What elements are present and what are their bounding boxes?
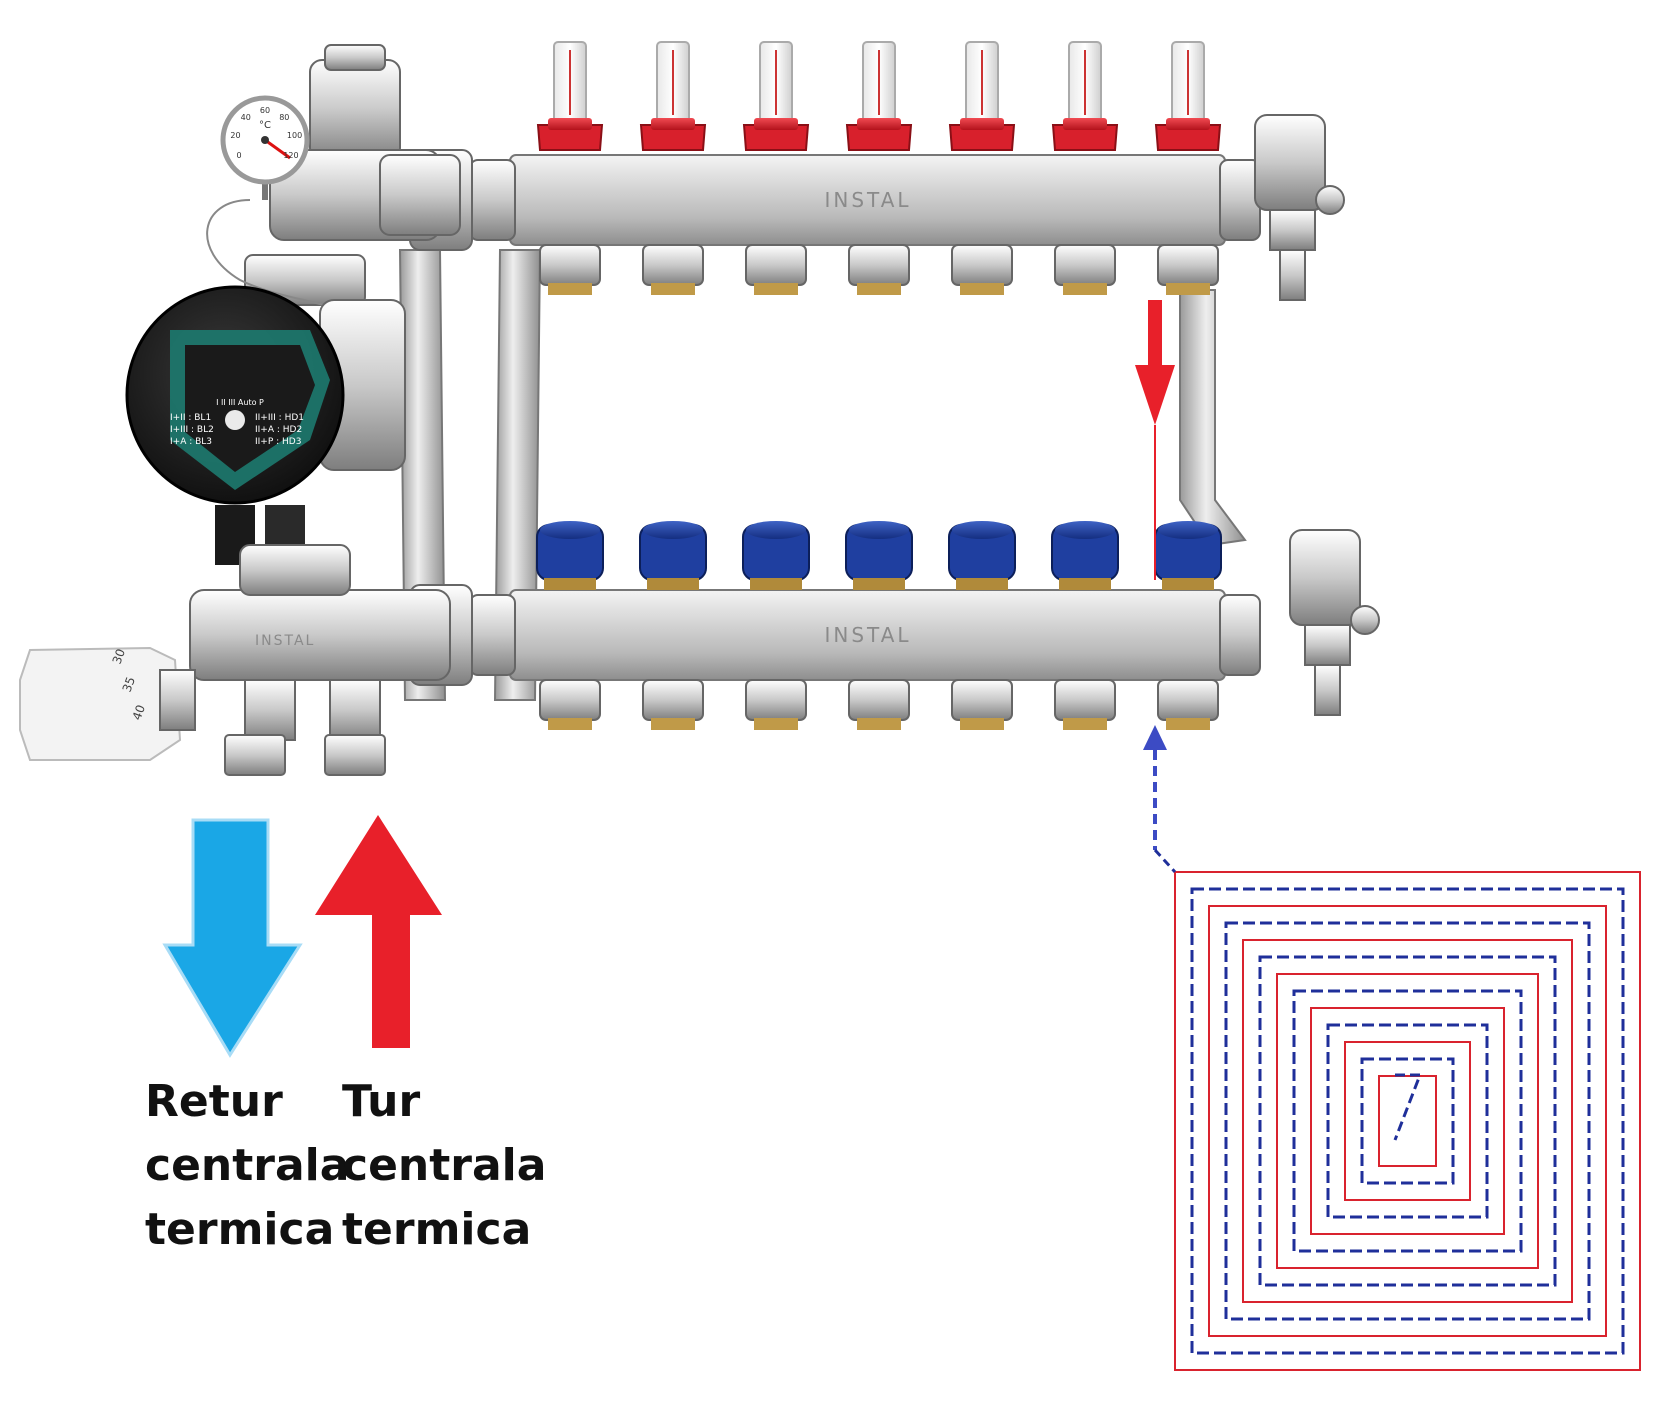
flowmeter[interactable] <box>639 41 707 151</box>
supply-label-line-2: centrala <box>342 1140 547 1191</box>
pump-mode-right: II+A : HD2 <box>255 425 302 435</box>
outlet-fitting <box>1054 244 1116 295</box>
thermometer-tick: 40 <box>241 113 251 122</box>
thermometer-tick: 60 <box>260 106 270 115</box>
valve-row <box>536 521 1222 590</box>
pump-mode-left: I+II : BL1 <box>170 413 211 423</box>
outlet-fitting <box>745 679 807 730</box>
outlet-fitting <box>1157 679 1219 730</box>
loop-supply-line <box>1276 973 1539 1269</box>
flowmeter[interactable] <box>742 41 810 151</box>
outlet-fitting <box>642 244 704 295</box>
loop-supply-line <box>1344 1041 1471 1201</box>
loop-return-line <box>1292 989 1523 1253</box>
top-outlet-row <box>539 244 1219 295</box>
loop-connector <box>1153 848 1177 874</box>
outlet-fitting <box>642 679 704 730</box>
outlet-fitting <box>539 679 601 730</box>
thermometer-tick: 120 <box>283 151 298 160</box>
loop-return-line <box>1190 887 1625 1355</box>
thermostat-head: 30 35 40 <box>19 647 196 761</box>
pump-mode-header: I II III Auto P <box>216 398 264 407</box>
brand-label-bottom: INSTAL <box>824 623 911 647</box>
bottom-outlet-row <box>539 679 1219 730</box>
thermostat-scale-label: 40 <box>130 703 148 722</box>
flowmeter[interactable] <box>1051 41 1119 151</box>
flowmeter[interactable] <box>536 41 604 151</box>
outlet-fitting <box>951 244 1013 295</box>
pump-mode-right: II+P : HD3 <box>255 437 301 447</box>
return-label-line-1: Retur <box>145 1076 283 1127</box>
flowmeter[interactable] <box>845 41 913 151</box>
pump-mode-left: I+A : BL3 <box>170 437 212 447</box>
supply-arrow-up <box>315 815 442 1048</box>
pump-mode-right: II+III : HD1 <box>255 413 304 423</box>
flowmeter[interactable] <box>1154 41 1222 151</box>
return-label-line-3: termica <box>145 1204 335 1255</box>
outlet-fitting <box>1157 244 1219 295</box>
source-arrows <box>162 815 442 1058</box>
loop-supply-line <box>1208 905 1607 1337</box>
air-vent-top <box>1254 114 1345 301</box>
thermostat-scale-label: 30 <box>110 647 128 666</box>
balancing-valve[interactable] <box>639 521 707 590</box>
supply-manifold-bar: INSTAL <box>509 154 1226 246</box>
return-label-line-2: centrala <box>145 1140 350 1191</box>
outlet-fitting <box>848 244 910 295</box>
balancing-valve[interactable] <box>1154 521 1222 590</box>
balancing-valve[interactable] <box>742 521 810 590</box>
return-manifold-bar: INSTAL <box>509 589 1226 681</box>
outlet-fitting <box>539 244 601 295</box>
outlet-fitting <box>745 244 807 295</box>
outlet-fitting <box>848 679 910 730</box>
brand-label-top: INSTAL <box>824 188 911 212</box>
supply-label: Tur centrala termica <box>342 1070 546 1262</box>
thermometer-tick: 0 <box>236 151 241 160</box>
loop-supply-line <box>1310 1007 1505 1235</box>
return-arrow-down <box>162 818 303 1058</box>
thermometer-tick: 20 <box>230 131 240 140</box>
pump-mode-left: I+III : BL2 <box>170 425 214 435</box>
thermometer-unit: °C <box>259 120 271 131</box>
outlet-fitting <box>951 679 1013 730</box>
thermometer-tick: 80 <box>279 113 289 122</box>
loop-arrow-up <box>1143 725 1167 850</box>
balancing-valve[interactable] <box>1051 521 1119 590</box>
thermostat-scale-label: 35 <box>120 675 138 694</box>
outlet-fitting <box>1054 679 1116 730</box>
mixing-valve: INSTAL <box>189 544 451 776</box>
balancing-valve[interactable] <box>845 521 913 590</box>
flowmeter-row <box>536 41 1222 151</box>
balancing-valve[interactable] <box>948 521 1016 590</box>
loop-supply-line <box>1174 871 1641 1371</box>
loop-return-line <box>1258 955 1557 1287</box>
loop-arrow-down <box>1135 300 1175 580</box>
brand-label-mixer: INSTAL <box>255 633 315 649</box>
floor-heating-loop <box>1153 848 1641 1371</box>
mounting-brackets <box>398 249 1247 701</box>
loop-return-line <box>1326 1023 1489 1219</box>
return-label: Retur centrala termica <box>145 1070 349 1262</box>
loop-center-turn <box>1393 1073 1423 1141</box>
air-vent-bottom <box>1289 529 1380 716</box>
supply-label-line-1: Tur <box>342 1076 421 1127</box>
thermometer-tick: 100 <box>287 131 302 140</box>
flowmeter[interactable] <box>948 41 1016 151</box>
supply-label-line-3: termica <box>342 1204 532 1255</box>
loop-return-line <box>1224 921 1591 1321</box>
loop-supply-line <box>1242 939 1573 1303</box>
balancing-valve[interactable] <box>536 521 604 590</box>
loop-supply-line <box>1378 1075 1437 1167</box>
loop-return-line <box>1360 1057 1455 1185</box>
